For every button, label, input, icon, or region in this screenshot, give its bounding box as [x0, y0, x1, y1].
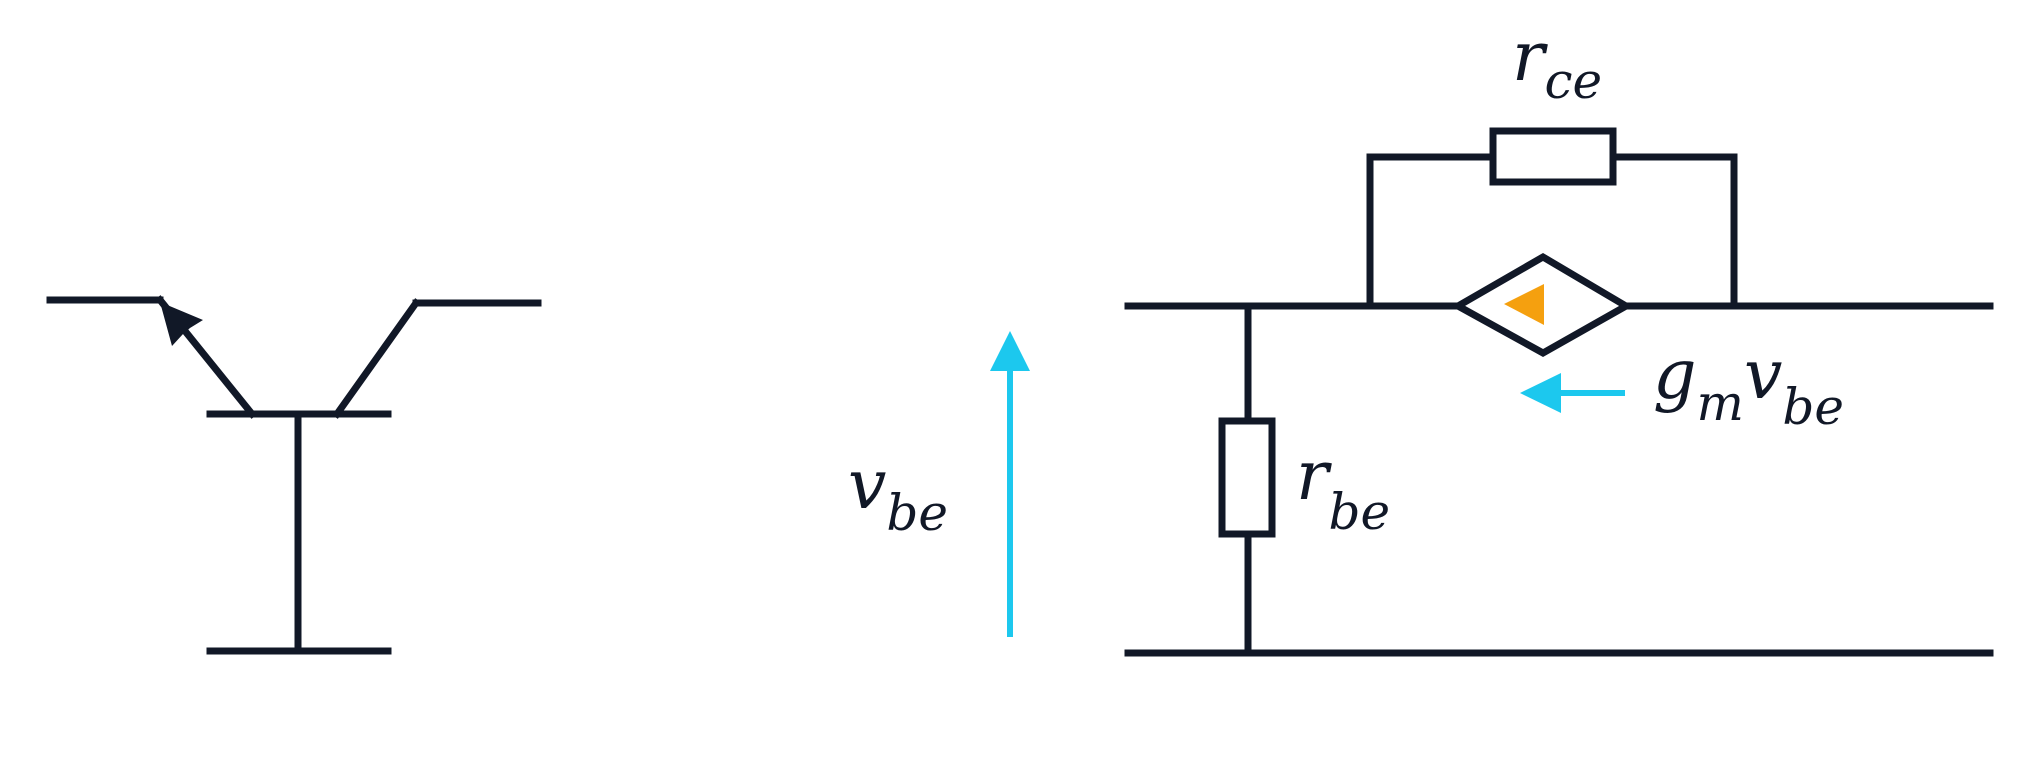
vbe-voltage-arrow [990, 331, 1030, 637]
transistor-symbol [46, 295, 542, 655]
label-gm-vbe: gmvbe [1653, 336, 1844, 436]
rce-resistor [1489, 127, 1617, 186]
rce-loop-left [1366, 153, 1497, 310]
gm-arrow-head-icon [1520, 373, 1561, 413]
emitter-arrow-icon [160, 302, 203, 346]
label-rce: rce [1512, 18, 1602, 110]
collector-diagonal [332, 298, 421, 419]
vbe-arrow-head-icon [990, 331, 1030, 371]
label-rbe: rbe [1296, 437, 1390, 541]
small-signal-model [1124, 127, 1994, 657]
label-vbe: vbe [848, 446, 948, 542]
rbe-resistor [1218, 417, 1276, 538]
source-direction-arrow-icon [1504, 284, 1544, 325]
rce-loop-right [1609, 153, 1738, 310]
